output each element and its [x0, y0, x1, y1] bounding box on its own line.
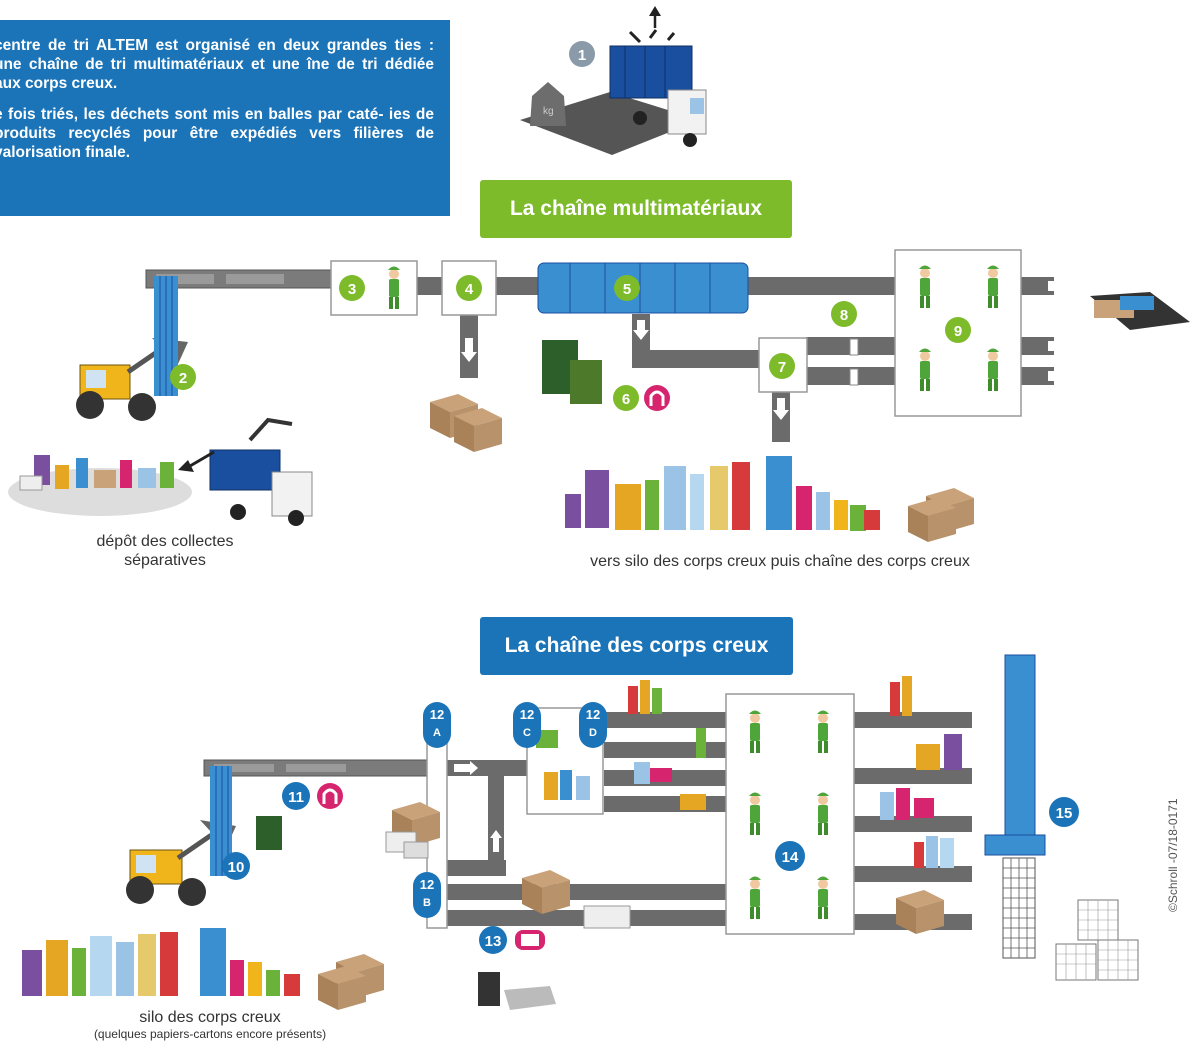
hollow-items-12c — [536, 730, 590, 800]
silo-caption-line2: (quelques papiers-cartons encore présent… — [93, 1027, 327, 1041]
svg-text:12: 12 — [520, 707, 534, 722]
svg-text:9: 9 — [954, 323, 962, 340]
step-badge-8: 8 — [831, 301, 857, 327]
step-badge-6: 6 — [613, 385, 639, 411]
step-badge-11: 11 — [282, 782, 310, 810]
silo-contents — [22, 928, 300, 996]
cardboard-item — [522, 870, 570, 914]
svg-text:14: 14 — [782, 849, 799, 866]
step-badge-2: 2 — [170, 364, 196, 390]
step-badge-12b: 12 B — [413, 872, 441, 918]
aluminium-output — [478, 972, 556, 1010]
collection-pile — [8, 455, 192, 516]
intro-paragraph-2: e fois triés, les déchets sont mis en ba… — [0, 106, 434, 161]
weight-label: kg — [543, 106, 554, 117]
svg-text:12: 12 — [420, 877, 434, 892]
step-badge-15: 15 — [1049, 797, 1079, 827]
step-badge-12c: 12 C — [513, 702, 541, 748]
intro-paragraph-1: centre de tri ALTEM est organisé en deux… — [0, 37, 434, 92]
delivery-truck — [609, 6, 707, 147]
baler — [984, 654, 1046, 959]
cardboard-output — [908, 498, 956, 542]
svg-text:C: C — [523, 727, 531, 739]
silo-caption-line1: silo des corps creux — [139, 1009, 281, 1026]
feed-conveyor — [145, 269, 333, 396]
svg-text:4: 4 — [465, 281, 474, 298]
cardboard-sorted — [896, 890, 944, 934]
step-badge-12a: 12 A — [423, 702, 451, 748]
svg-text:8: 8 — [840, 307, 848, 324]
finished-bales — [1055, 899, 1139, 981]
silo-feed-conveyor — [203, 759, 437, 876]
paper-scraps — [385, 831, 429, 859]
svg-text:A: A — [433, 727, 441, 739]
trommel — [537, 262, 749, 314]
svg-text:12: 12 — [586, 707, 600, 722]
svg-text:13: 13 — [485, 933, 502, 950]
deposit-caption-line2: séparatives — [124, 552, 206, 569]
deposit-caption: dépôt des collectes séparatives — [60, 532, 270, 570]
step-badge-5: 5 — [614, 275, 640, 301]
svg-text:D: D — [589, 727, 597, 739]
svg-text:2: 2 — [179, 370, 187, 387]
svg-text:15: 15 — [1056, 805, 1073, 822]
svg-text:11: 11 — [288, 789, 304, 806]
credit-line: ©Schroll -07/18-0171 — [1166, 798, 1180, 912]
magnet-icon — [317, 783, 343, 809]
silo-loader — [126, 820, 236, 906]
silo-caption: silo des corps creux (quelques papiers-c… — [40, 1008, 380, 1042]
svg-text:B: B — [423, 897, 431, 909]
step-badge-1: 1 — [569, 41, 595, 67]
weighing-scale: kg — [520, 82, 700, 155]
svg-text:1: 1 — [578, 47, 586, 64]
step-badge-4: 4 — [456, 275, 482, 301]
separator-markers — [849, 338, 859, 386]
eddy-current-icon — [515, 930, 545, 950]
step-badge-7: 7 — [769, 353, 795, 379]
newspapers-bale — [1090, 292, 1190, 330]
sorting-line-items — [628, 680, 706, 810]
small-steel-cans — [256, 816, 282, 850]
sorted-bottles — [880, 676, 962, 868]
residue-items — [583, 905, 631, 929]
hollow-flow-arrows — [454, 761, 502, 852]
svg-text:10: 10 — [228, 859, 245, 876]
dump-truck — [178, 417, 313, 526]
silo-cardboard — [318, 966, 366, 1010]
svg-text:12: 12 — [430, 707, 444, 722]
steel-cans — [542, 340, 602, 404]
svg-text:6: 6 — [622, 391, 630, 408]
svg-text:5: 5 — [623, 281, 631, 298]
step-badge-10: 10 — [222, 852, 250, 880]
deposit-caption-line1: dépôt des collectes — [96, 533, 234, 550]
flow-arrows — [461, 278, 1078, 420]
svg-text:7: 7 — [778, 359, 786, 376]
step-badge-14: 14 — [775, 841, 805, 871]
packaging-output — [565, 456, 880, 531]
cardboard-bale — [454, 408, 502, 452]
svg-text:3: 3 — [348, 281, 356, 298]
to-silo-caption: vers silo des corps creux puis chaîne de… — [590, 553, 970, 570]
step-badge-13: 13 — [479, 926, 507, 954]
step-badge-12d: 12 D — [579, 702, 607, 748]
step-badge-9: 9 — [945, 317, 971, 343]
magnet-icon — [644, 385, 670, 411]
step-badge-3: 3 — [339, 275, 365, 301]
banner-multimaterials: La chaîne multimatériaux — [480, 180, 792, 238]
intro-box: centre de tri ALTEM est organisé en deux… — [0, 20, 450, 216]
banner-hollow-bodies: La chaîne des corps creux — [480, 617, 793, 675]
